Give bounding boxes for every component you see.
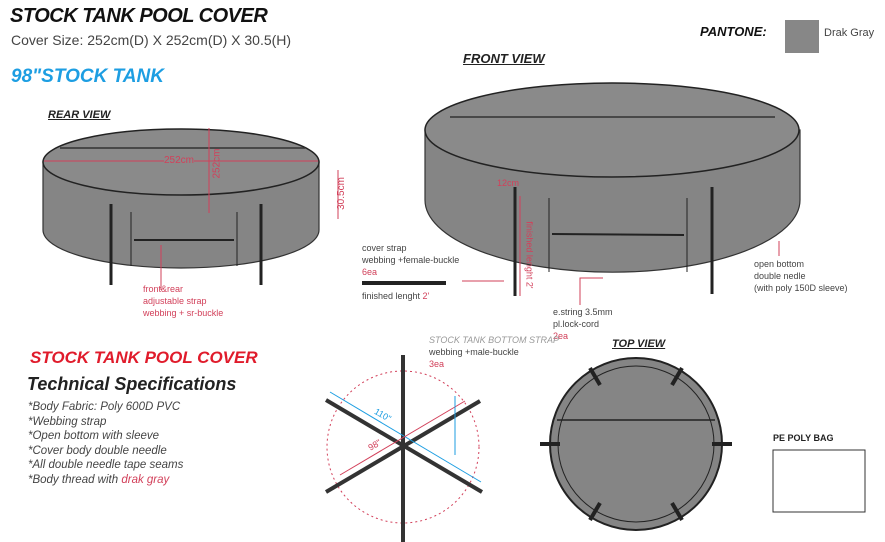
spec-last-prefix: *Body thread with	[28, 473, 122, 486]
spec-item: *Open bottom with sleeve	[28, 430, 160, 442]
cover-strap-line2: webbing +female-buckle	[362, 255, 460, 265]
specs-list: *Body Fabric: Poly 600D PVC *Webbing str…	[28, 400, 183, 487]
bottom-strap-line2: webbing +male-buckle	[429, 347, 519, 357]
estring-line1: e.string 3.5mm	[553, 307, 613, 317]
spec-item: *Cover body double needle	[28, 444, 167, 457]
rear-view-drawing	[42, 128, 339, 290]
specs-title: STOCK TANK POOL COVER	[30, 348, 258, 367]
rear-strap-note: front&rear adjustable strap webbing + sr…	[143, 284, 224, 318]
bottom-strap-qty: 3ea	[429, 359, 445, 369]
top-view-label: TOP VIEW	[612, 338, 666, 350]
rear-diameter-h: 252cm	[164, 155, 195, 166]
spec-last-highlight: drak gray	[121, 473, 170, 486]
poly-bag-box	[772, 449, 866, 513]
bag-label: PE POLY BAG	[773, 433, 834, 443]
finished-length-note: finished lenght 2'	[362, 290, 429, 302]
finished-prefix: finished lenght	[362, 291, 423, 301]
spec-item: *All double needle tape seams	[28, 459, 184, 471]
front-view-label: FRONT VIEW	[463, 51, 545, 66]
strap-width: 12cm	[497, 178, 520, 188]
cover-strap-line1: cover strap	[362, 243, 407, 253]
finished-length-dim: finished lenght 2'	[524, 221, 535, 289]
pantone-swatch	[785, 20, 819, 53]
bottom-strap-drawing	[324, 355, 484, 542]
estring-note: e.string 3.5mm pl.lock-cord 2ea	[553, 306, 613, 342]
top-view-drawing	[540, 357, 732, 531]
pantone-label: PANTONE:	[700, 24, 767, 39]
cover-strap-qty: 6ea	[362, 267, 378, 277]
specs-subtitle: Technical Specifications	[27, 374, 237, 394]
rear-diameter-v: 252cm	[211, 148, 223, 179]
cover-strap-note: cover strap webbing +female-buckle 6ea	[362, 242, 459, 278]
estring-line2: pl.lock-cord	[553, 319, 600, 329]
bottom-strap-title: STOCK TANK BOTTOM STRAP	[429, 335, 560, 345]
open-bottom-note: open bottom double nedle (with poly 150D…	[754, 259, 848, 293]
pantone-color-name: Drak Gray	[824, 27, 875, 39]
tank-label: 98"STOCK TANK	[11, 66, 164, 87]
estring-qty: 2ea	[553, 331, 569, 341]
rear-height: 30.5cm	[335, 177, 347, 210]
spec-item: *Webbing strap	[28, 415, 107, 428]
cover-size: Cover Size: 252cm(D) X 252cm(D) X 30.5(H…	[11, 32, 292, 48]
page-title: STOCK TANK POOL COVER	[10, 5, 268, 27]
spec-item: *Body Fabric: Poly 600D PVC	[28, 401, 181, 413]
front-view-drawing	[362, 82, 801, 305]
spec-item: *Body thread with drak gray	[28, 473, 183, 488]
rear-view-label: REAR VIEW	[48, 109, 111, 121]
finished-value: 2'	[422, 291, 430, 301]
